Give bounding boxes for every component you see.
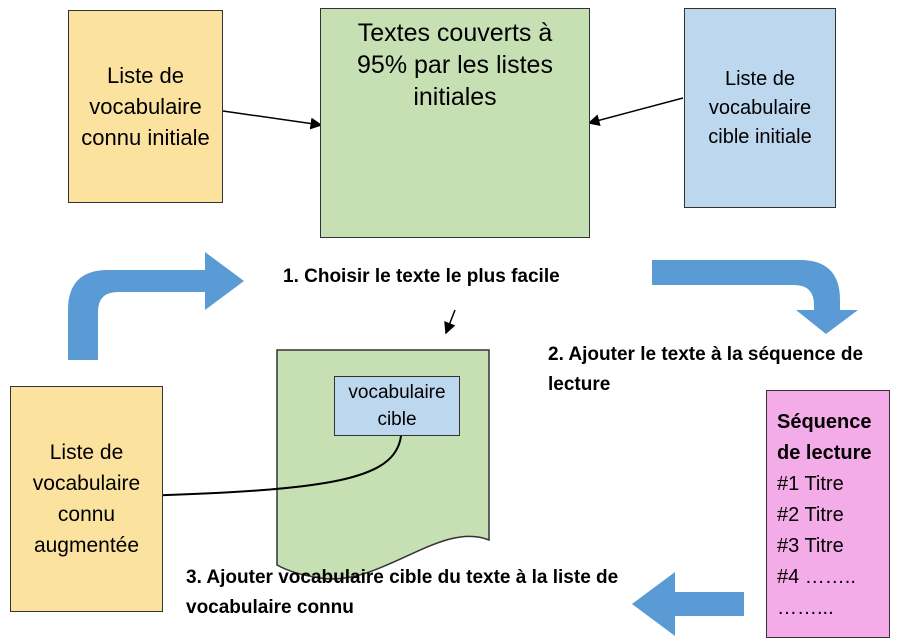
texts-covered-label: Textes couverts à 95% par les listes ini… bbox=[357, 19, 553, 111]
blue-arrow-to-sequence bbox=[652, 260, 858, 334]
known-vocab-initial-box: Liste de vocabulaire connu initiale bbox=[68, 10, 223, 203]
arrow-choose-to-document bbox=[444, 309, 456, 335]
known-vocab-augmented-box: Liste de vocabulaire connu augmentée bbox=[10, 386, 163, 612]
arrow-target-to-texts bbox=[587, 97, 684, 127]
target-vocab-in-text-box: vocabulaire cible bbox=[334, 376, 460, 436]
sequence-item-1: #1 Titre bbox=[777, 473, 844, 495]
sequence-item-5: ……... bbox=[777, 597, 834, 619]
step1-label: 1. Choisir le texte le plus facile bbox=[283, 266, 560, 287]
sequence-item-2: #2 Titre bbox=[777, 504, 844, 526]
reading-sequence-box: Séquence de lecture #1 Titre #2 Titre #3… bbox=[766, 390, 890, 638]
arrow-target-vocab-to-known bbox=[138, 435, 402, 504]
texts-covered-box: Textes couverts à 95% par les listes ini… bbox=[320, 8, 590, 238]
target-vocab-initial-box: Liste de vocabulaire cible initiale bbox=[684, 8, 836, 208]
reading-sequence-title: Séquence de lecture bbox=[777, 411, 872, 464]
blue-arrow-left bbox=[632, 572, 744, 636]
sequence-item-4: #4 …….. bbox=[777, 566, 856, 588]
target-vocab-initial-label: Liste de vocabulaire cible initiale bbox=[708, 67, 812, 148]
blue-arrow-loop bbox=[68, 252, 244, 360]
target-vocab-in-text-label: vocabulaire cible bbox=[348, 382, 446, 430]
sequence-item-3: #3 Titre bbox=[777, 535, 844, 557]
step3-label: 3. Ajouter vocabulaire cible du texte à … bbox=[186, 567, 619, 618]
known-vocab-augmented-label: Liste de vocabulaire connu augmentée bbox=[32, 441, 141, 557]
arrow-known-to-texts bbox=[222, 110, 323, 130]
known-vocab-initial-label: Liste de vocabulaire connu initiale bbox=[81, 63, 210, 150]
step2-label: 2. Ajouter le texte à la séquence de lec… bbox=[548, 344, 864, 395]
